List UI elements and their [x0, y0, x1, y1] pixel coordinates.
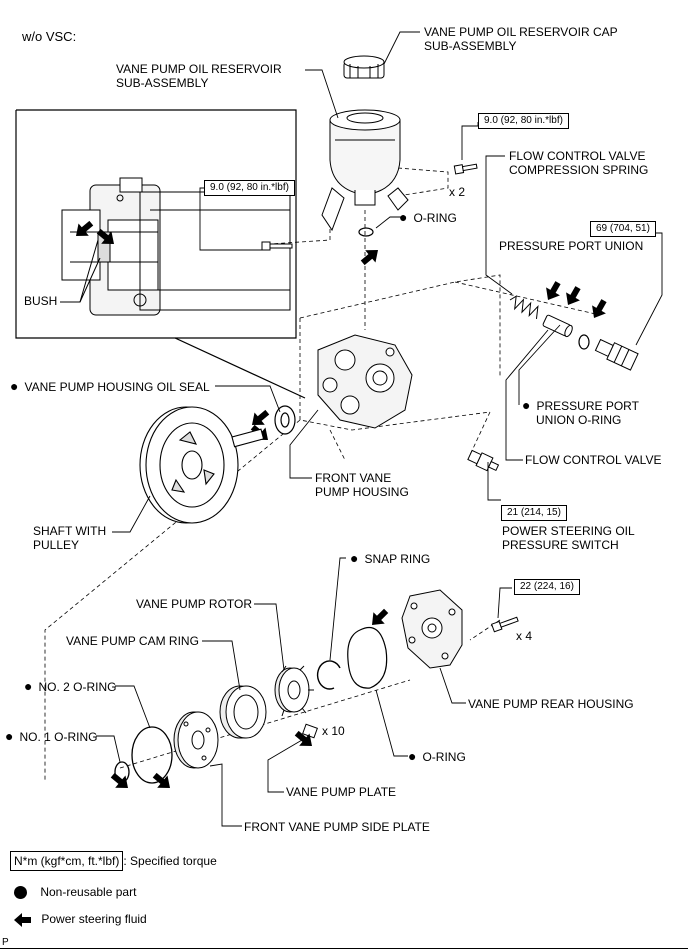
- o-ring-reservoir: [358, 227, 374, 237]
- label-reservoir-cap: VANE PUMP OIL RESERVOIR CAP SUB-ASSEMBLY: [424, 25, 618, 53]
- cam-ring: [219, 685, 267, 739]
- label-cam-ring: VANE PUMP CAM RING: [66, 634, 199, 648]
- variant-label: w/o VSC:: [22, 29, 77, 44]
- rear-housing: [401, 589, 463, 669]
- torque-pressure-port-union: 69 (704, 51): [590, 221, 656, 237]
- flow-control-parts: [467, 295, 639, 472]
- torque-pressure-switch: 21 (214, 15): [501, 505, 567, 521]
- rotor: [274, 665, 314, 717]
- label-side-plate: FRONT VANE PUMP SIDE PLATE: [244, 820, 430, 834]
- non-reusable-marker: ●: [24, 678, 33, 694]
- assembly-guide-lines: [44, 167, 601, 780]
- label-reservoir: VANE PUMP OIL RESERVOIR SUB-ASSEMBLY: [116, 62, 282, 90]
- non-reusable-marker: ●: [399, 209, 408, 225]
- non-reusable-marker: ●: [10, 378, 19, 394]
- pulley: [139, 406, 265, 524]
- legend-non-reusable-text: Non-reusable part: [40, 885, 137, 899]
- label-o-ring-bottom: ●O-RING: [408, 748, 466, 764]
- o-ring-rear: [347, 626, 388, 689]
- label-pressure-port-union: PRESSURE PORT UNION: [499, 239, 644, 253]
- legend-non-reusable: Non-reusable part: [14, 885, 137, 900]
- label-flow-control-valve: FLOW CONTROL VALVE: [525, 453, 662, 467]
- non-reusable-icon: [14, 886, 27, 900]
- non-reusable-marker: ●: [522, 397, 531, 413]
- label-shaft-pulley: SHAFT WITH PULLEY: [33, 524, 107, 552]
- label-plate: VANE PUMP PLATE: [286, 785, 397, 799]
- legend-fluid-text: Power steering fluid: [41, 912, 147, 926]
- label-flow-control-spring: FLOW CONTROL VALVE COMPRESSION SPRING: [509, 149, 649, 177]
- front-housing: [317, 334, 413, 429]
- label-pressure-port-union-o-ring: ●PRESSURE PORT UNION O-RING: [522, 397, 639, 427]
- label-snap-ring: ●SNAP RING: [350, 550, 431, 566]
- non-reusable-marker: ●: [350, 550, 359, 566]
- label-housing-oil-seal: ●VANE PUMP HOUSING OIL SEAL: [10, 378, 210, 394]
- reservoir-cap: [343, 55, 385, 79]
- qty-reservoir-bolts: x 2: [449, 185, 466, 199]
- label-front-housing: FRONT VANE PUMP HOUSING: [315, 471, 409, 499]
- vane: [302, 723, 318, 739]
- snap-ring: [316, 660, 341, 690]
- legend-torque: N*m (kgf*cm, ft.*lbf): Specified torque: [10, 851, 217, 871]
- side-plate: [173, 711, 219, 769]
- label-rear-housing: VANE PUMP REAR HOUSING: [468, 697, 634, 711]
- oil-seal: [274, 405, 296, 435]
- label-pressure-switch: POWER STEERING OIL PRESSURE SWITCH: [502, 524, 635, 552]
- label-bush: BUSH: [24, 294, 58, 308]
- corner-mark: P: [2, 937, 9, 948]
- bolts: [261, 163, 519, 633]
- qty-rear-bolts: x 4: [516, 629, 533, 643]
- non-reusable-marker: ●: [408, 748, 417, 764]
- label-rotor: VANE PUMP ROTOR: [136, 597, 253, 611]
- legend-fluid: Power steering fluid: [14, 912, 147, 927]
- bush-detail-inset: [15, 109, 306, 399]
- legend-torque-desc: : Specified torque: [123, 854, 217, 868]
- torque-reservoir-bolt-a: 9.0 (92, 80 in.*lbf): [478, 113, 569, 129]
- torque-reservoir-bolt-b: 9.0 (92, 80 in.*lbf): [204, 180, 295, 196]
- label-no2-o-ring: ●NO. 2 O-RING: [24, 678, 117, 694]
- fluid-arrow-icon: [14, 912, 31, 927]
- no2-o-ring: [131, 726, 173, 784]
- qty-vanes: x 10: [322, 724, 345, 738]
- non-reusable-marker: ●: [5, 728, 14, 744]
- legend-torque-unit: N*m (kgf*cm, ft.*lbf): [10, 851, 124, 871]
- torque-rear-housing-bolt: 22 (224, 16): [514, 579, 580, 595]
- reservoir: [321, 109, 409, 232]
- label-o-ring-top: ●O-RING: [399, 209, 457, 225]
- label-no1-o-ring: ●NO. 1 O-RING: [5, 728, 98, 744]
